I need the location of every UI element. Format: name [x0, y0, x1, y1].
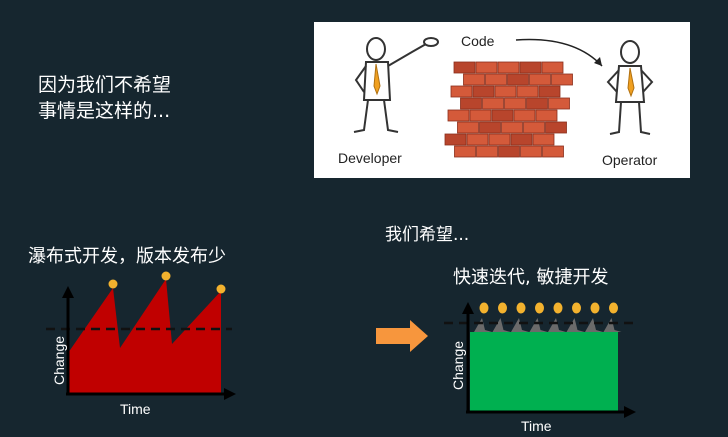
waterfall-release-marker	[161, 271, 171, 281]
agile-chart: Change Time	[444, 302, 636, 434]
brick	[463, 73, 485, 86]
brick	[460, 97, 482, 110]
agile-iteration-peak	[474, 318, 492, 332]
brick	[466, 133, 489, 146]
agile-release-marker	[609, 302, 618, 314]
brick	[494, 85, 517, 98]
brick	[507, 73, 529, 86]
agile-y-label: Change	[450, 341, 466, 390]
brick	[542, 145, 564, 158]
agile-release-marker	[553, 302, 563, 314]
brick	[501, 121, 523, 134]
agile-iteration-peak	[548, 318, 566, 332]
agile-release-marker	[516, 302, 526, 314]
brick	[545, 121, 567, 134]
brick	[513, 109, 536, 122]
agile-iteration-peak	[492, 318, 511, 332]
agile-release-markers	[479, 302, 618, 314]
brick	[475, 61, 498, 74]
illustration-panel: Developer Code Operator	[314, 22, 690, 178]
brick	[457, 121, 479, 134]
hope-text: 我们希望...	[385, 225, 470, 245]
developer-label: Developer	[338, 150, 402, 166]
brick	[497, 61, 520, 74]
waterfall-x-label: Time	[120, 401, 151, 417]
brick	[444, 133, 467, 146]
brick	[479, 121, 501, 134]
waterfall-x-axis-arrow	[224, 388, 236, 400]
intro-line-2: 事情是这样的...	[38, 100, 171, 122]
agile-change-area	[470, 332, 618, 412]
agile-y-axis-arrow	[462, 302, 474, 314]
waterfall-y-axis-arrow	[62, 286, 74, 298]
agile-release-marker	[498, 302, 507, 314]
agile-iteration-peak	[511, 318, 529, 332]
agile-title: 快速迭代, 敏捷开发	[453, 267, 609, 288]
intro-line-1: 因为我们不希望	[38, 74, 172, 96]
agile-iteration-peaks	[474, 318, 622, 332]
agile-release-marker	[572, 302, 581, 314]
waterfall-change-area	[68, 279, 221, 394]
brick	[551, 73, 573, 86]
brick	[532, 133, 555, 146]
brick	[526, 97, 548, 110]
code-arrow	[515, 38, 603, 67]
brick	[447, 109, 470, 122]
developer-figure	[353, 37, 439, 133]
brick	[529, 73, 551, 86]
brick	[482, 97, 504, 110]
brick	[538, 85, 561, 98]
waterfall-y-label: Change	[51, 336, 67, 385]
waterfall-release-marker	[216, 284, 226, 294]
developer-wall-operator-illustration: Developer Code Operator	[338, 33, 658, 168]
code-arrow-head	[594, 57, 602, 66]
brick	[504, 97, 526, 110]
waterfall-chart: Change Time	[46, 271, 236, 417]
transition-arrow	[376, 320, 428, 352]
brick	[488, 133, 511, 146]
brick	[476, 145, 498, 158]
brick	[520, 145, 542, 158]
brick	[519, 61, 542, 74]
waterfall-title: 瀑布式开发，版本发布少	[28, 246, 226, 267]
brick	[450, 85, 473, 98]
agile-iteration-peak	[529, 318, 548, 332]
agile-x-axis-arrow	[624, 406, 636, 418]
agile-iteration-peak	[603, 318, 622, 332]
brick	[454, 145, 476, 158]
agile-x-label: Time	[521, 418, 552, 434]
brick	[472, 85, 495, 98]
agile-release-marker	[535, 302, 544, 314]
agile-iteration-peak	[566, 318, 585, 332]
brick	[498, 145, 520, 158]
brick	[453, 61, 476, 74]
agile-release-marker	[590, 302, 600, 314]
brick	[469, 109, 492, 122]
brick	[523, 121, 545, 134]
brick	[516, 85, 539, 98]
operator-figure	[606, 40, 654, 135]
brick	[535, 109, 558, 122]
brick	[548, 97, 570, 110]
agile-release-marker	[479, 302, 489, 314]
brick-wall	[444, 61, 573, 158]
brick	[541, 61, 564, 74]
brick	[510, 133, 533, 146]
waterfall-release-marker	[108, 279, 118, 289]
code-label: Code	[461, 33, 495, 49]
brick	[485, 73, 507, 86]
operator-label: Operator	[602, 152, 658, 168]
agile-iteration-peak	[585, 318, 603, 332]
brick	[491, 109, 514, 122]
